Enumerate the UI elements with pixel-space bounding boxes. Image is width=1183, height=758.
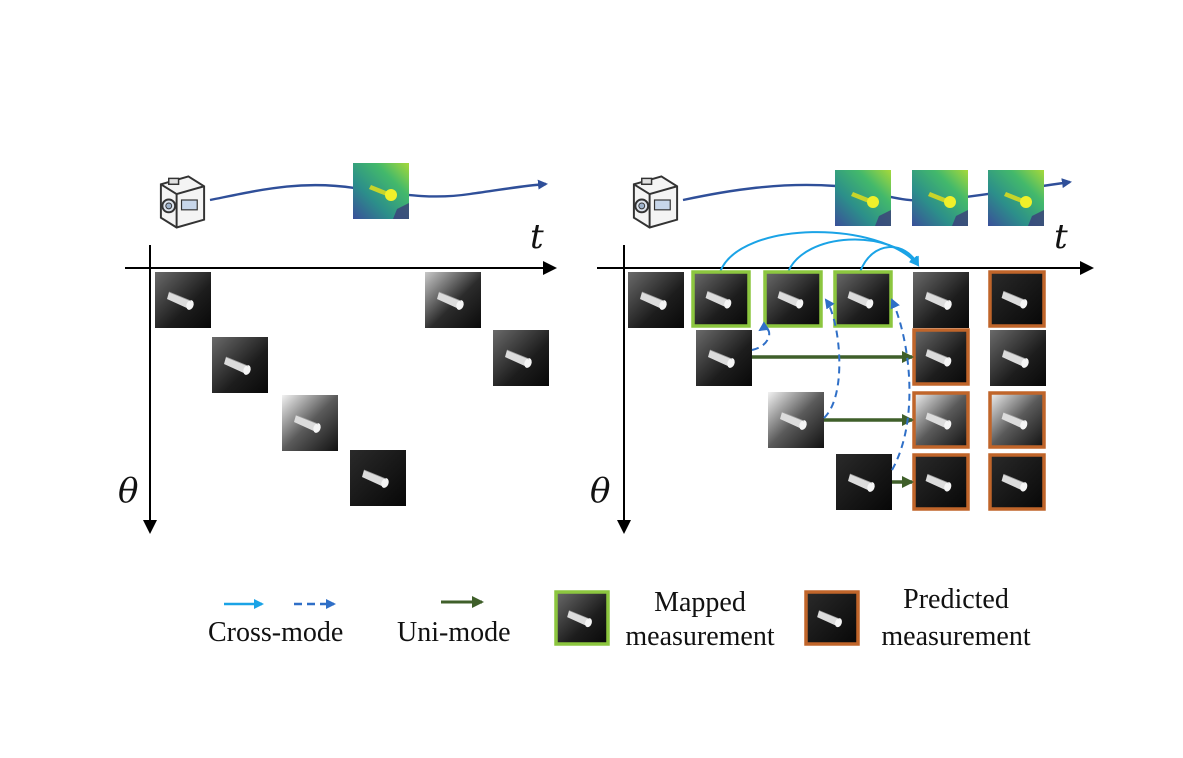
legend-predicted-line1: Predicted bbox=[903, 584, 1009, 615]
camera-icon bbox=[159, 175, 206, 229]
legend: Cross-mode Uni-mode Mapped measurement P… bbox=[208, 584, 1031, 652]
predicted-measurement-thumbnail bbox=[988, 270, 1046, 328]
measurement-thumbnail bbox=[350, 450, 406, 506]
cross-mode-dashed-arrow bbox=[823, 298, 841, 419]
measurement-thumbnail bbox=[212, 337, 268, 393]
measurement-thumbnail bbox=[155, 272, 211, 328]
cross-mode-arrow bbox=[787, 238, 920, 273]
legend-uni-mode-label: Uni-mode bbox=[397, 617, 511, 648]
legend-mapped-line1: Mapped bbox=[654, 587, 746, 618]
event-frame-thumbnail bbox=[835, 170, 891, 226]
angle-axis-label: θ bbox=[118, 471, 138, 511]
cross-mode-dashed-arrow bbox=[890, 298, 911, 471]
legend-cross-mode-label: Cross-mode bbox=[208, 617, 343, 648]
predicted-measurement-thumbnail bbox=[912, 328, 970, 386]
measurement-thumbnail bbox=[990, 330, 1046, 386]
measurement-thumbnail bbox=[768, 392, 824, 448]
right-panel: t θ bbox=[590, 170, 1094, 534]
legend-predicted-swatch bbox=[804, 590, 860, 646]
angle-axis-label: θ bbox=[590, 471, 610, 511]
mapped-measurement-thumbnail bbox=[833, 270, 893, 328]
predicted-measurement-thumbnail bbox=[988, 453, 1046, 511]
measurement-thumbnail bbox=[628, 272, 684, 328]
cross-mode-dashed-arrow bbox=[751, 321, 771, 351]
event-frame-thumbnail bbox=[988, 170, 1044, 226]
event-frame-thumbnail bbox=[912, 170, 968, 226]
predicted-measurement-thumbnail bbox=[912, 453, 970, 511]
measurement-thumbnail bbox=[836, 454, 892, 510]
time-axis-label: t bbox=[530, 217, 544, 257]
measurement-thumbnail bbox=[913, 272, 969, 328]
predicted-measurement-thumbnail bbox=[912, 391, 970, 449]
mapped-measurement-thumbnail bbox=[763, 270, 823, 328]
legend-predicted-line2: measurement bbox=[881, 621, 1030, 652]
left-panel: t θ bbox=[118, 163, 557, 534]
cross-mode-arrow bbox=[719, 231, 920, 273]
predicted-measurement-thumbnail bbox=[988, 391, 1046, 449]
measurement-thumbnail bbox=[282, 395, 338, 451]
measurement-thumbnail bbox=[493, 330, 549, 386]
measurement-thumbnail bbox=[425, 272, 481, 328]
cross-mode-arrow bbox=[859, 246, 919, 273]
event-frame-thumbnail bbox=[353, 163, 409, 219]
mapped-measurement-thumbnail bbox=[691, 270, 751, 328]
measurement-thumbnail bbox=[696, 330, 752, 386]
legend-mapped-swatch bbox=[554, 590, 610, 646]
legend-mapped-line2: measurement bbox=[625, 621, 774, 652]
time-axis-label: t bbox=[1054, 217, 1068, 257]
camera-icon bbox=[632, 175, 679, 229]
